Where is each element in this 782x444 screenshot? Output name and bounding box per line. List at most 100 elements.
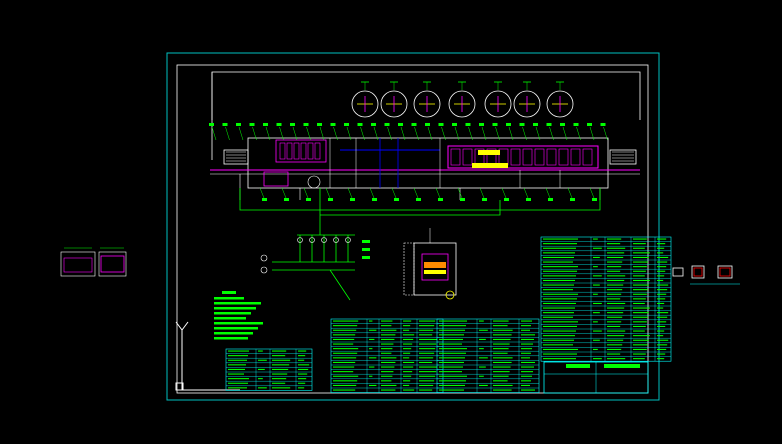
- pump-icon: [260, 266, 268, 274]
- callout-number: [350, 198, 355, 201]
- technical-notes: [214, 291, 263, 340]
- callout-number: [526, 198, 531, 201]
- callout-number: [328, 198, 333, 201]
- callout-number: [573, 123, 579, 126]
- callout-number: [222, 123, 228, 126]
- callout-number: [372, 198, 377, 201]
- valve-icon: [333, 237, 339, 243]
- callout-number: [284, 198, 289, 201]
- callout-number: [479, 123, 484, 126]
- callout-number: [438, 198, 443, 201]
- callout-number: [262, 198, 267, 201]
- note-line: [214, 312, 251, 315]
- callout-number: [460, 198, 465, 201]
- note-line: [214, 317, 246, 320]
- callout-number: [263, 123, 268, 126]
- detail-views-row: [351, 81, 574, 118]
- furnace-main-view: [210, 137, 640, 200]
- cross-section-view: [403, 228, 457, 300]
- sheet-outer-frame: [166, 52, 660, 401]
- callout-number: [236, 123, 241, 126]
- detail-circle: [448, 81, 476, 118]
- parts-table-a: [225, 348, 313, 391]
- left-heater-zone: [275, 139, 327, 163]
- valve-label-mark: [362, 240, 370, 243]
- heater-element: [286, 142, 293, 160]
- exit-hatch: [612, 151, 634, 162]
- callout-number: [249, 123, 255, 126]
- callout-number: [425, 123, 430, 126]
- notes-heading-mark: [222, 291, 236, 294]
- detail-circle: [351, 81, 379, 118]
- left-thumbnail-views[interactable]: [60, 247, 127, 277]
- entry-chamber: [223, 149, 249, 165]
- pump-icon: [260, 254, 268, 262]
- callout-number: [570, 198, 575, 201]
- fan-icon: [307, 175, 321, 189]
- callout-number: [394, 198, 399, 201]
- note-line: [214, 307, 256, 310]
- callout-number: [317, 123, 322, 126]
- callout-leaders: [209, 123, 608, 201]
- callout-number: [587, 123, 592, 126]
- callout-number: [465, 123, 471, 126]
- callout-number: [533, 123, 538, 126]
- callout-number: [276, 123, 282, 126]
- callout-number: [452, 123, 457, 126]
- valve-icon: [345, 237, 351, 243]
- heater-element: [570, 148, 581, 166]
- note-line: [214, 332, 253, 335]
- note-line: [214, 302, 261, 305]
- heater-element: [534, 148, 545, 166]
- heater-element: [522, 148, 533, 166]
- valve-group: [260, 237, 370, 274]
- exit-chamber: [609, 149, 637, 165]
- callout-number: [546, 123, 552, 126]
- callout-number: [371, 123, 376, 126]
- callout-number: [303, 123, 309, 126]
- valve-icon: [297, 237, 303, 243]
- parts-table-d: [540, 236, 672, 362]
- right-thumbnail-views[interactable]: [672, 265, 740, 285]
- ucs-axis-icon: [175, 321, 240, 391]
- callout-number: [306, 198, 311, 201]
- callout-number: [600, 123, 606, 126]
- heater-element: [307, 142, 314, 160]
- note-line: [214, 297, 244, 300]
- callout-number: [506, 123, 511, 126]
- callout-number: [592, 198, 597, 201]
- yellow-element-1: [478, 150, 500, 155]
- valve-label-mark: [362, 256, 370, 259]
- callout-number: [290, 123, 295, 126]
- callout-number: [416, 198, 421, 201]
- detail-circle: [546, 81, 574, 118]
- note-line: [214, 322, 263, 325]
- callout-number: [398, 123, 403, 126]
- detail-circle: [380, 81, 408, 118]
- parts-tables: [225, 236, 672, 393]
- callout-number: [209, 123, 214, 126]
- heater-element: [582, 148, 593, 166]
- sheet-inner-border: [176, 64, 649, 394]
- heater-element: [279, 142, 286, 160]
- title-block: [543, 361, 649, 394]
- valve-icon: [321, 237, 327, 243]
- callout-number: [384, 123, 390, 126]
- heater-element: [498, 148, 509, 166]
- parts-table-c: [436, 318, 540, 393]
- heater-element: [450, 148, 461, 166]
- top-piping-route: [211, 71, 641, 160]
- valve-icon: [309, 237, 315, 243]
- valve-label-mark: [362, 248, 370, 251]
- heater-element: [300, 142, 307, 160]
- note-line: [214, 327, 258, 330]
- callout-number: [411, 123, 417, 126]
- parts-table-b: [330, 318, 444, 393]
- callout-number: [492, 123, 498, 126]
- detail-circle: [413, 81, 441, 118]
- callout-number: [357, 123, 363, 126]
- heater-element: [510, 148, 521, 166]
- callout-number: [519, 123, 525, 126]
- callout-number: [504, 198, 509, 201]
